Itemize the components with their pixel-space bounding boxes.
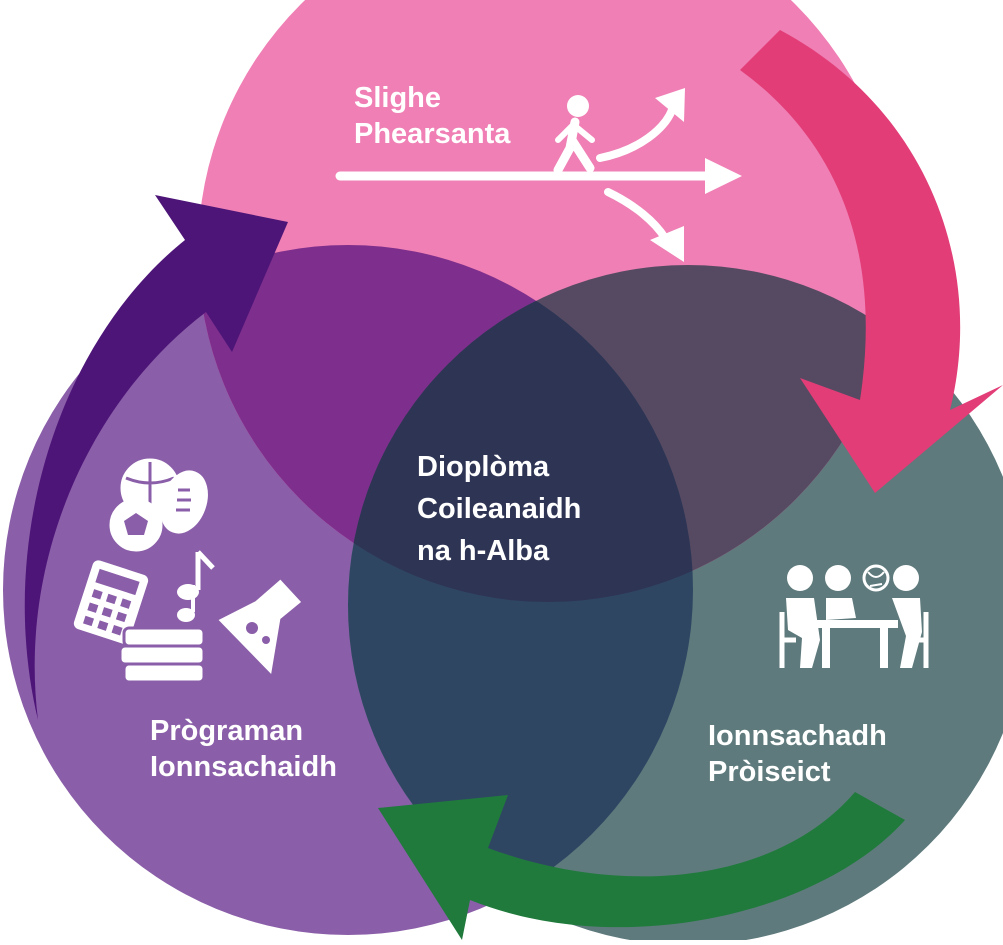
personal-pathway-line-2: Phearsanta bbox=[354, 118, 511, 150]
sports-balls-icon bbox=[109, 458, 208, 552]
purple-cycle-arrow bbox=[24, 195, 288, 720]
calculator-icon bbox=[73, 560, 149, 644]
diploma-line-2: Coileanaidh bbox=[417, 493, 582, 525]
diploma-line-1: Dioplòma bbox=[417, 451, 550, 483]
green-cycle-arrow bbox=[378, 792, 905, 940]
group-meeting-table-icon bbox=[779, 564, 929, 668]
label-curriculum: Prògraman Ionnsachaidh bbox=[150, 713, 337, 785]
label-diploma: Dioplòma Coileanaidh na h-Alba bbox=[417, 446, 581, 572]
label-project-learning: Ionnsachadh Pròiseict bbox=[708, 718, 887, 790]
overlap-center bbox=[348, 265, 693, 602]
pink-cycle-arrow bbox=[740, 30, 1003, 493]
project-learning-line-2: Pròiseict bbox=[708, 756, 831, 788]
walking-person-branching-arrows-icon bbox=[335, 88, 742, 262]
lab-flask-icon bbox=[218, 579, 302, 675]
personal-pathway-line-1: Slighe bbox=[354, 82, 442, 114]
curriculum-line-2: Ionnsachaidh bbox=[150, 751, 337, 783]
music-notes-icon bbox=[177, 550, 215, 622]
project-learning-line-1: Ionnsachadh bbox=[708, 720, 887, 752]
books-icon bbox=[118, 626, 206, 684]
diploma-line-3: na h-Alba bbox=[417, 535, 550, 567]
label-personal-pathway: Slighe Phearsanta bbox=[354, 80, 510, 152]
curriculum-line-1: Prògraman bbox=[150, 715, 304, 747]
